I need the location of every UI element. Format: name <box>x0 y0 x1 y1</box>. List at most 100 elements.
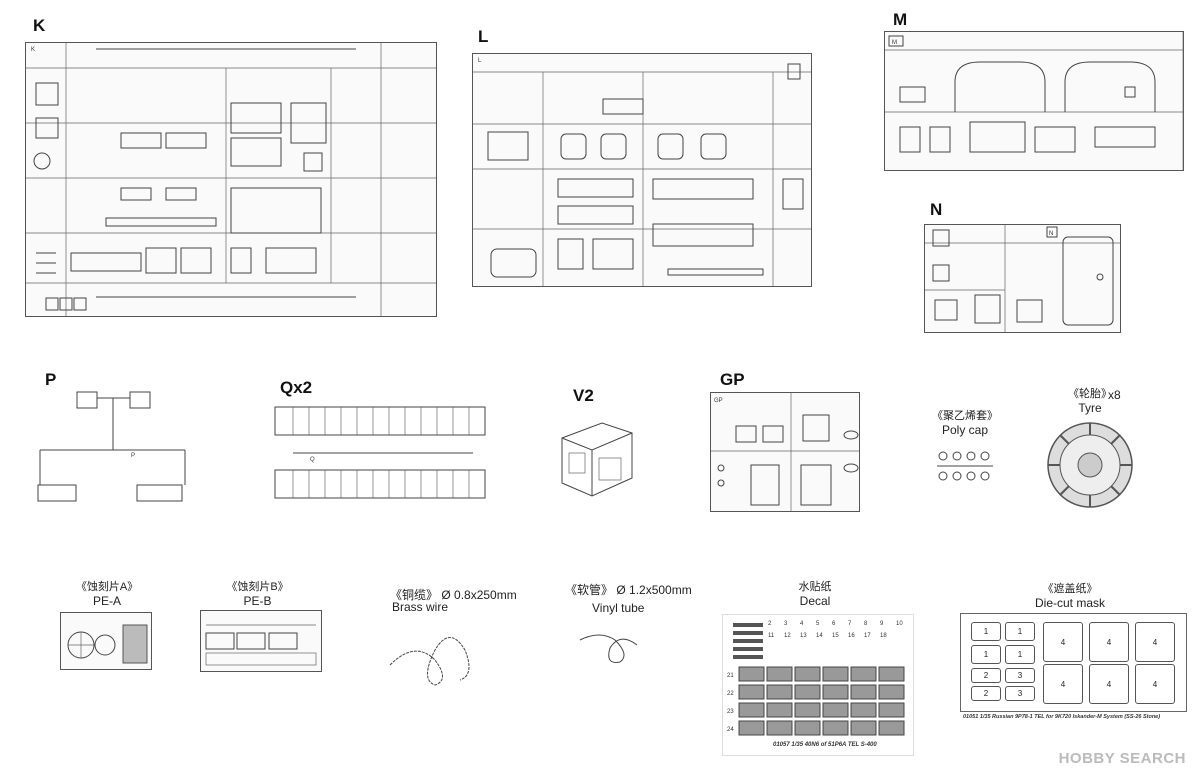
sprue-label-q: Qx2 <box>280 378 313 397</box>
sprue-n: N <box>924 224 1121 333</box>
decal-number: 7 <box>848 621 852 627</box>
decal-plate <box>738 666 765 682</box>
vinyl-tube-coil <box>579 634 638 663</box>
sprue-label-p: P <box>45 370 57 389</box>
sprue-label-l: L <box>478 27 489 46</box>
sprue-n-parts: N <box>925 225 1120 332</box>
sprue-k-parts: K <box>26 43 436 316</box>
sprue-gp: GP <box>710 392 860 512</box>
mask-cell: 4 <box>1089 664 1129 704</box>
decal-plate <box>794 666 821 682</box>
decal-plate <box>850 702 877 718</box>
hobby-search-watermark: HOBBY SEARCH <box>1058 750 1186 767</box>
decal-plate <box>822 684 849 700</box>
tyre-count: x8 <box>1108 388 1121 402</box>
decal-number: 11 <box>768 633 775 639</box>
decal-plate <box>822 720 849 736</box>
decal-number: 3 <box>784 621 788 627</box>
sprue-q: Q <box>274 406 486 499</box>
part-v2-cabin <box>561 422 633 497</box>
decal-number: 5 <box>816 621 820 627</box>
sprue-p: P <box>37 391 186 502</box>
decal-number: 9 <box>880 621 884 627</box>
decal-plate <box>878 684 905 700</box>
decal-footer: 01057 1/35 40N6 of 51P6A TEL S-400 <box>773 742 877 748</box>
pe-a-en: PE-A <box>92 594 121 608</box>
decal-number: 2 <box>768 621 772 627</box>
sprue-label-gp: GP <box>720 370 745 389</box>
decal-number: 12 <box>784 633 791 639</box>
decal-row-number: 24 <box>727 727 734 733</box>
sprue-label-m: M <box>893 10 908 29</box>
mask-cell: 3 <box>1005 668 1035 683</box>
brass-wire-coil <box>389 637 470 686</box>
decal-number: 17 <box>864 633 871 639</box>
sprue-gp-tag: GP <box>714 398 723 404</box>
pe-b-en: PE-B <box>243 594 272 608</box>
decal-row-number: 22 <box>727 691 734 697</box>
decal-plate <box>878 720 905 736</box>
brass-wire-spec: Ø 0.8x250mm <box>441 588 517 602</box>
mask-cell: 4 <box>1043 664 1083 704</box>
decal-plate <box>738 702 765 718</box>
sprue-label-n: N <box>930 200 943 219</box>
decal-plate <box>850 666 877 682</box>
mask-zh: 《遮盖纸》 <box>1042 583 1098 595</box>
sprue-l: L <box>472 53 812 287</box>
mask-cell: 4 <box>1135 664 1175 704</box>
mask-caption: 《遮盖纸》 Die-cut mask <box>1030 580 1110 610</box>
pe-a-zh: 《蚀刻片A》 <box>75 581 139 593</box>
mask-cell: 4 <box>1043 622 1083 662</box>
mask-en: Die-cut mask <box>1034 596 1105 610</box>
decal-plate <box>878 666 905 682</box>
tyre-zh: 《轮胎》 <box>1068 388 1112 400</box>
decal-plate <box>766 702 793 718</box>
decal-plate <box>766 666 793 682</box>
mask-cell: 1 <box>1005 622 1035 641</box>
decal-number: 18 <box>880 633 887 639</box>
decal-plate <box>850 720 877 736</box>
pe-b-sheet <box>200 610 322 672</box>
decal-plate <box>850 684 877 700</box>
poly-cap-zh: 《聚乙烯套》 <box>932 410 998 422</box>
decal-number: 6 <box>832 621 836 627</box>
tyre-part <box>1047 422 1133 508</box>
decal-plate <box>878 702 905 718</box>
decal-plate <box>766 720 793 736</box>
decal-plate <box>794 720 821 736</box>
sprue-gp-parts: GP <box>711 393 859 511</box>
sprue-n-tag: N <box>1049 231 1053 237</box>
mask-cell: 3 <box>1005 686 1035 701</box>
sprue-k-tag: K <box>31 47 35 53</box>
sprue-m: M <box>884 31 1184 171</box>
sprue-p-tag: P <box>131 453 135 459</box>
sprue-l-parts: L <box>473 58 811 286</box>
sprue-m-tag: M <box>892 40 897 46</box>
poly-cap-caption: 《聚乙烯套》 Poly cap <box>925 407 1005 437</box>
decal-plate <box>822 702 849 718</box>
decal-number: 4 <box>800 621 804 627</box>
pe-b-caption: 《蚀刻片B》 PE-B <box>210 578 305 608</box>
decal-zh: 水贴纸 <box>798 581 832 593</box>
sprue-m-parts: M <box>885 32 1184 170</box>
tyre-caption: 《轮胎》 Tyre <box>1055 385 1125 415</box>
brass-wire-en: Brass wire <box>392 600 449 614</box>
pe-b-zh: 《蚀刻片B》 <box>226 581 289 593</box>
decal-row-number: 23 <box>727 709 734 715</box>
pe-a-sheet <box>60 612 152 670</box>
decal-plate <box>738 684 765 700</box>
vinyl-tube-zh: 《软管》 <box>565 583 614 597</box>
brass-wire-zh: 《铜缆》 <box>390 588 439 602</box>
decal-number: 15 <box>832 633 839 639</box>
decal-plate <box>766 684 793 700</box>
mask-cell: 2 <box>971 668 1001 683</box>
sprue-k: K <box>25 42 437 317</box>
mask-cell: 1 <box>971 645 1001 664</box>
vinyl-tube-caption: 《软管》 Ø 1.2x500mm <box>565 581 692 598</box>
mask-cell: 2 <box>971 686 1001 701</box>
brass-wire-caption: 《铜缆》 Ø 0.8x250mm <box>390 586 517 603</box>
decal-row-number: 21 <box>727 673 734 679</box>
mask-footer: 01051 1/35 Russian 9P78-1 TEL for 9K720 … <box>963 714 1161 720</box>
sprue-q-tag: Q <box>310 457 315 463</box>
